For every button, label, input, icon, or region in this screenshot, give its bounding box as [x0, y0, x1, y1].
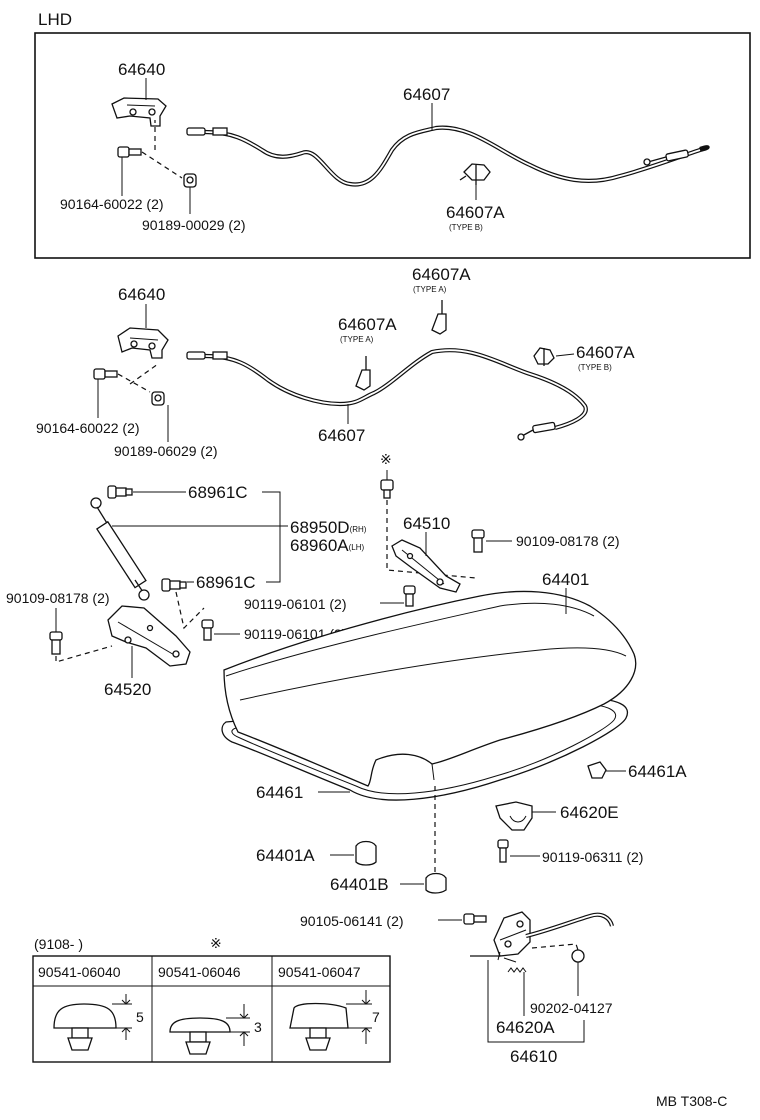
label-stud-lower: 68961C	[196, 573, 256, 592]
lock-washer-round	[571, 949, 585, 963]
label-hinge-64520: 64520	[104, 680, 151, 699]
label-hinge-64510: 64510	[403, 514, 450, 533]
cable-clamp-64607a-right	[533, 347, 555, 366]
label-clamp-right-type: (TYPE B)	[578, 363, 612, 372]
table-dim-2: 7	[372, 1009, 380, 1025]
label-bolt-90109-lh: 90109-08178 (2)	[6, 590, 110, 606]
table-period: (9108- )	[34, 936, 83, 952]
label-striker-bolt: 90119-06311 (2)	[542, 849, 643, 865]
lhd-nut-90189	[183, 173, 197, 188]
lhd-bolt-90164	[117, 146, 142, 158]
lhd-cable-clamp-64607a	[459, 163, 491, 185]
bolt-90109-rh	[471, 529, 485, 553]
label-clamp-top-type: (TYPE A)	[413, 285, 447, 294]
label-clamp-top: 64607A	[412, 265, 471, 284]
stud-68961c-upper	[107, 485, 133, 499]
cushion-size-table	[32, 955, 391, 1063]
lhd-hinge-64640	[111, 97, 167, 127]
label-cushion-64401b: 64401B	[330, 875, 389, 894]
striker-64620e	[495, 801, 533, 831]
lhd-label-cable: 64607	[403, 85, 450, 104]
cushion-marked	[380, 479, 394, 499]
table-dim-0: 5	[136, 1009, 144, 1025]
hinge-64510	[391, 539, 461, 593]
lhd-label-bolt: 90164-60022 (2)	[60, 196, 164, 212]
cushion-drawing-06046	[169, 1004, 250, 1055]
leader-line	[555, 353, 575, 357]
label-spring: 90202-04127	[530, 1000, 613, 1016]
label-weatherstrip: 64461	[256, 783, 303, 802]
cushion-drawing-06047	[289, 990, 372, 1051]
lhd-label-hinge: 64640	[118, 60, 165, 79]
cable-clamp-64607a-mid	[355, 356, 371, 391]
bolt-90119-striker	[497, 839, 509, 863]
table-header-2: 90541-06047	[278, 964, 361, 980]
mark-symbol: ※	[380, 451, 392, 467]
bolt-90105	[463, 913, 487, 925]
cable-clamp-64607a-top	[431, 300, 447, 335]
table-mark: ※	[210, 935, 222, 951]
assembly-dash	[141, 151, 183, 179]
screw-90119-lh	[201, 619, 214, 641]
hinge-64640	[117, 327, 169, 359]
lhd-label-clamp: 64607A	[446, 203, 505, 222]
bolt-90164	[93, 368, 118, 380]
label-stud-upper: 68961C	[188, 483, 248, 502]
label-cushion-64401a: 64401A	[256, 846, 315, 865]
label-bolt-90109-rh: 90109-08178 (2)	[516, 533, 620, 549]
lhd-label-clamp-type: (TYPE B)	[449, 223, 483, 232]
table-dim-1: 3	[254, 1019, 262, 1035]
assembly-dash	[175, 591, 205, 630]
table-header-0: 90541-06040	[38, 964, 121, 980]
label-lock-64620a: 64620A	[496, 1018, 555, 1037]
cushion-64401a	[355, 840, 377, 866]
label-stay-lh: 68960A(LH)	[290, 536, 365, 555]
bolt-90109-lh	[49, 631, 63, 655]
label-lid-64401: 64401	[542, 570, 589, 589]
assembly-dash	[531, 943, 579, 951]
label-lock-bolt: 90105-06141 (2)	[300, 913, 404, 929]
label-clamp-mid: 64607A	[338, 315, 397, 334]
lhd-release-cable-64607	[186, 125, 710, 187]
lock-64620a	[470, 911, 615, 963]
label-lock-assy: 64610	[510, 1047, 557, 1066]
assembly-dash	[55, 645, 113, 663]
label-stay-rh: 68950D(RH)	[290, 518, 367, 537]
release-cable-64607	[186, 348, 588, 441]
section-label-lhd: LHD	[38, 10, 72, 29]
label-striker: 64620E	[560, 803, 619, 822]
cushion-drawing-06040	[53, 994, 132, 1051]
stud-68961c-lower	[161, 578, 187, 592]
screw-90119-rh	[403, 585, 416, 607]
lid-stay-damper	[90, 497, 150, 601]
cushion-64401b	[425, 872, 447, 894]
label-screw-90119-rh: 90119-06101 (2)	[244, 596, 346, 612]
label-clamp-mid-type: (TYPE A)	[340, 335, 374, 344]
label-hinge-64640: 64640	[118, 285, 165, 304]
spring-90202	[507, 967, 527, 973]
label-nut-90189: 90189-06029 (2)	[114, 443, 218, 459]
label-cable-64607: 64607	[318, 426, 365, 445]
table-header-1: 90541-06046	[158, 964, 241, 980]
footer-code: MB T308-C	[656, 1093, 727, 1109]
trunk-lid-64401	[223, 590, 637, 787]
label-clip-64461a: 64461A	[628, 762, 687, 781]
clip-64461a	[587, 761, 607, 779]
assembly-dash	[117, 373, 151, 393]
lhd-section-box	[34, 32, 751, 259]
bracket-line	[262, 491, 281, 583]
label-bolt-90164: 90164-60022 (2)	[36, 420, 140, 436]
hinge-64520	[107, 605, 191, 667]
label-clamp-right: 64607A	[576, 343, 635, 362]
nut-90189	[151, 391, 165, 406]
bracket-line	[487, 960, 585, 1043]
lhd-label-nut: 90189-00029 (2)	[142, 217, 246, 233]
assembly-dash	[386, 500, 477, 579]
assembly-dash	[129, 363, 159, 385]
